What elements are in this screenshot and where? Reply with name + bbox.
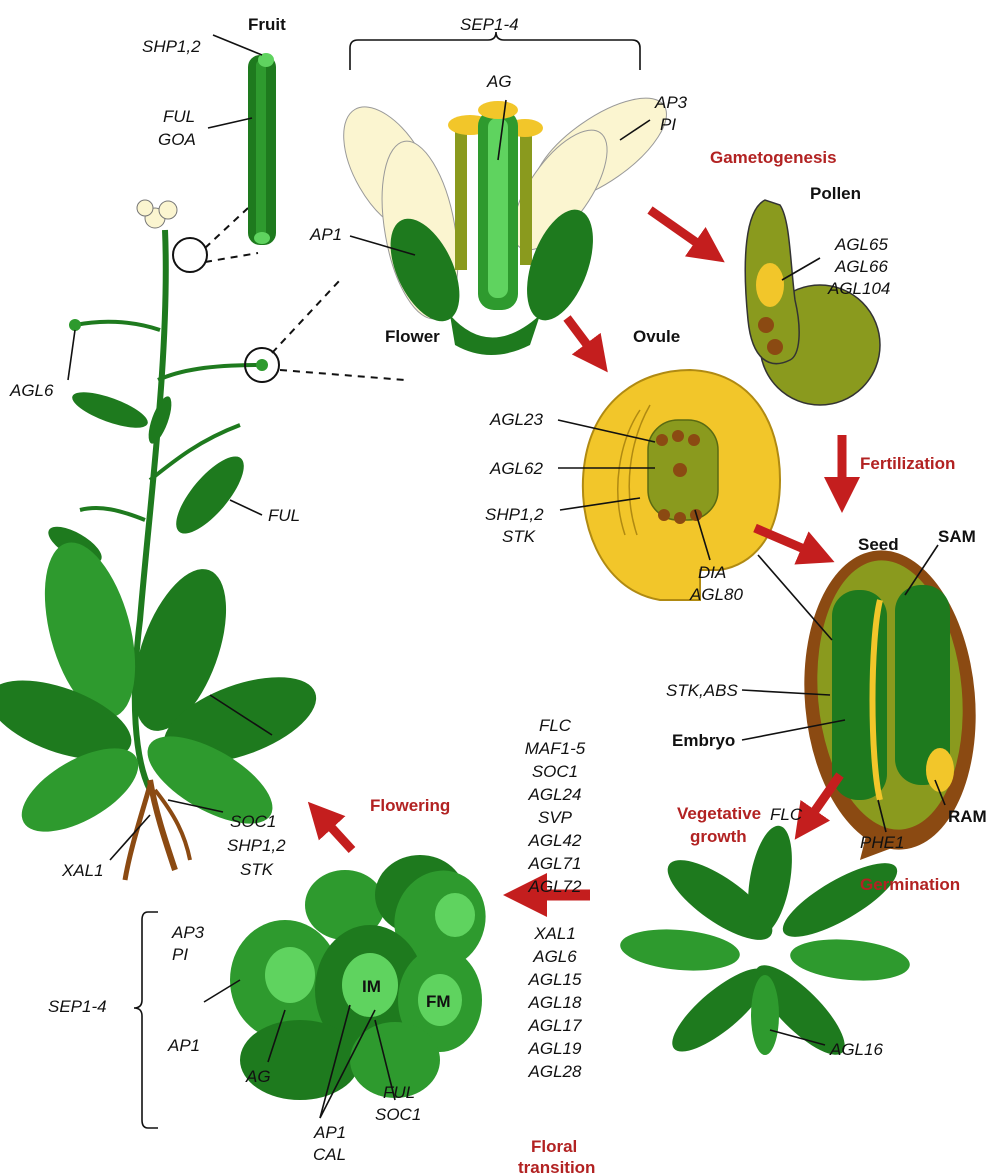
- gene-agl16: AGL16: [829, 1040, 883, 1059]
- label-seed: Seed: [858, 535, 899, 554]
- gene-agl65: AGL65: [834, 235, 888, 254]
- gene-soc1-meristem: SOC1: [375, 1105, 421, 1124]
- transition-gene: AGL17: [528, 1016, 582, 1035]
- gene-ap1-meristem: AP1: [167, 1036, 200, 1055]
- gene-ap3-meristem: AP3: [171, 923, 205, 942]
- gene-stk-abs: STK,ABS: [666, 681, 738, 700]
- gene-agl6-plant: AGL6: [9, 381, 54, 400]
- transition-gene: AGL42: [528, 831, 582, 850]
- transition-gene: AGL6: [532, 947, 577, 966]
- label-ram: RAM: [948, 807, 987, 826]
- gene-goa: GOA: [158, 130, 196, 149]
- sep-brace-left: [134, 912, 158, 1128]
- gene-ful-meristem: FUL: [383, 1083, 415, 1102]
- pollen-illustration: [745, 200, 880, 405]
- gene-stk-root: STK: [240, 860, 274, 879]
- stage-vegetative-2: growth: [690, 827, 747, 846]
- plant-illustration: [0, 200, 405, 880]
- label-fm: FM: [426, 992, 451, 1011]
- transition-gene: AGL18: [528, 993, 582, 1012]
- label-fruit: Fruit: [248, 15, 286, 34]
- gene-xal1-root: XAL1: [61, 861, 104, 880]
- gene-ag-flower: AG: [486, 72, 512, 91]
- ovule-illustration: [583, 370, 780, 600]
- stage-floral-1: Floral: [531, 1137, 577, 1156]
- transition-gene: AGL15: [528, 970, 582, 989]
- gene-ful-plant: FUL: [268, 506, 300, 525]
- transition-gene: AGL24: [528, 785, 582, 804]
- transition-gene: AGL28: [528, 1062, 582, 1081]
- transition-gene: AGL19: [528, 1039, 582, 1058]
- fruit-illustration: [248, 53, 276, 245]
- label-pollen: Pollen: [810, 184, 861, 203]
- label-flower: Flower: [385, 327, 440, 346]
- gene-shp-ovule: SHP1,2: [485, 505, 544, 524]
- transition-gene: AGL72: [528, 877, 582, 896]
- stage-gametogenesis: Gametogenesis: [710, 148, 837, 167]
- gene-sep-meristem: SEP1-4: [48, 997, 107, 1016]
- gene-flc-germ: FLC: [770, 805, 803, 824]
- transition-gene: SVP: [538, 808, 573, 827]
- gene-ag-meristem: AG: [245, 1067, 271, 1086]
- gene-ap1-cal-1: AP1: [313, 1123, 346, 1142]
- label-embryo: Embryo: [672, 731, 735, 750]
- label-ovule: Ovule: [633, 327, 680, 346]
- transition-gene: MAF1-5: [525, 739, 586, 758]
- gene-shp-fruit: SHP1,2: [142, 37, 201, 56]
- seedling-illustration: [618, 822, 911, 1066]
- gene-agl23: AGL23: [489, 410, 543, 429]
- label-im: IM: [362, 977, 381, 996]
- gene-soc1-root: SOC1: [230, 812, 276, 831]
- stage-fertilization: Fertilization: [860, 454, 955, 473]
- stage-floral-2: transition: [518, 1158, 595, 1176]
- gene-shp-root: SHP1,2: [227, 836, 286, 855]
- gene-ap3: AP3: [654, 93, 688, 112]
- gene-pi-meristem: PI: [172, 945, 188, 964]
- label-sam: SAM: [938, 527, 976, 546]
- stage-flowering: Flowering: [370, 796, 450, 815]
- transition-gene: AGL71: [528, 854, 582, 873]
- gene-agl80: AGL80: [689, 585, 743, 604]
- transition-gene: XAL1: [533, 924, 576, 943]
- gene-pi: PI: [660, 115, 676, 134]
- transition-gene: FLC: [539, 716, 572, 735]
- gene-ap1-flower: AP1: [309, 225, 342, 244]
- gene-ap1-cal-2: CAL: [313, 1145, 346, 1164]
- stage-germination: Germination: [860, 875, 960, 894]
- stage-vegetative-1: Vegetative: [677, 804, 761, 823]
- gene-stk-ovule: STK: [502, 527, 536, 546]
- gene-ful-fruit: FUL: [163, 107, 195, 126]
- gene-agl66: AGL66: [834, 257, 888, 276]
- gene-agl62: AGL62: [489, 459, 543, 478]
- transition-gene: SOC1: [532, 762, 578, 781]
- gene-agl104: AGL104: [827, 279, 890, 298]
- gene-phe1: PHE1: [860, 833, 904, 852]
- gene-sep-top: SEP1-4: [460, 15, 519, 34]
- gene-dia: DIA: [698, 563, 726, 582]
- sep-brace-top: [350, 32, 640, 70]
